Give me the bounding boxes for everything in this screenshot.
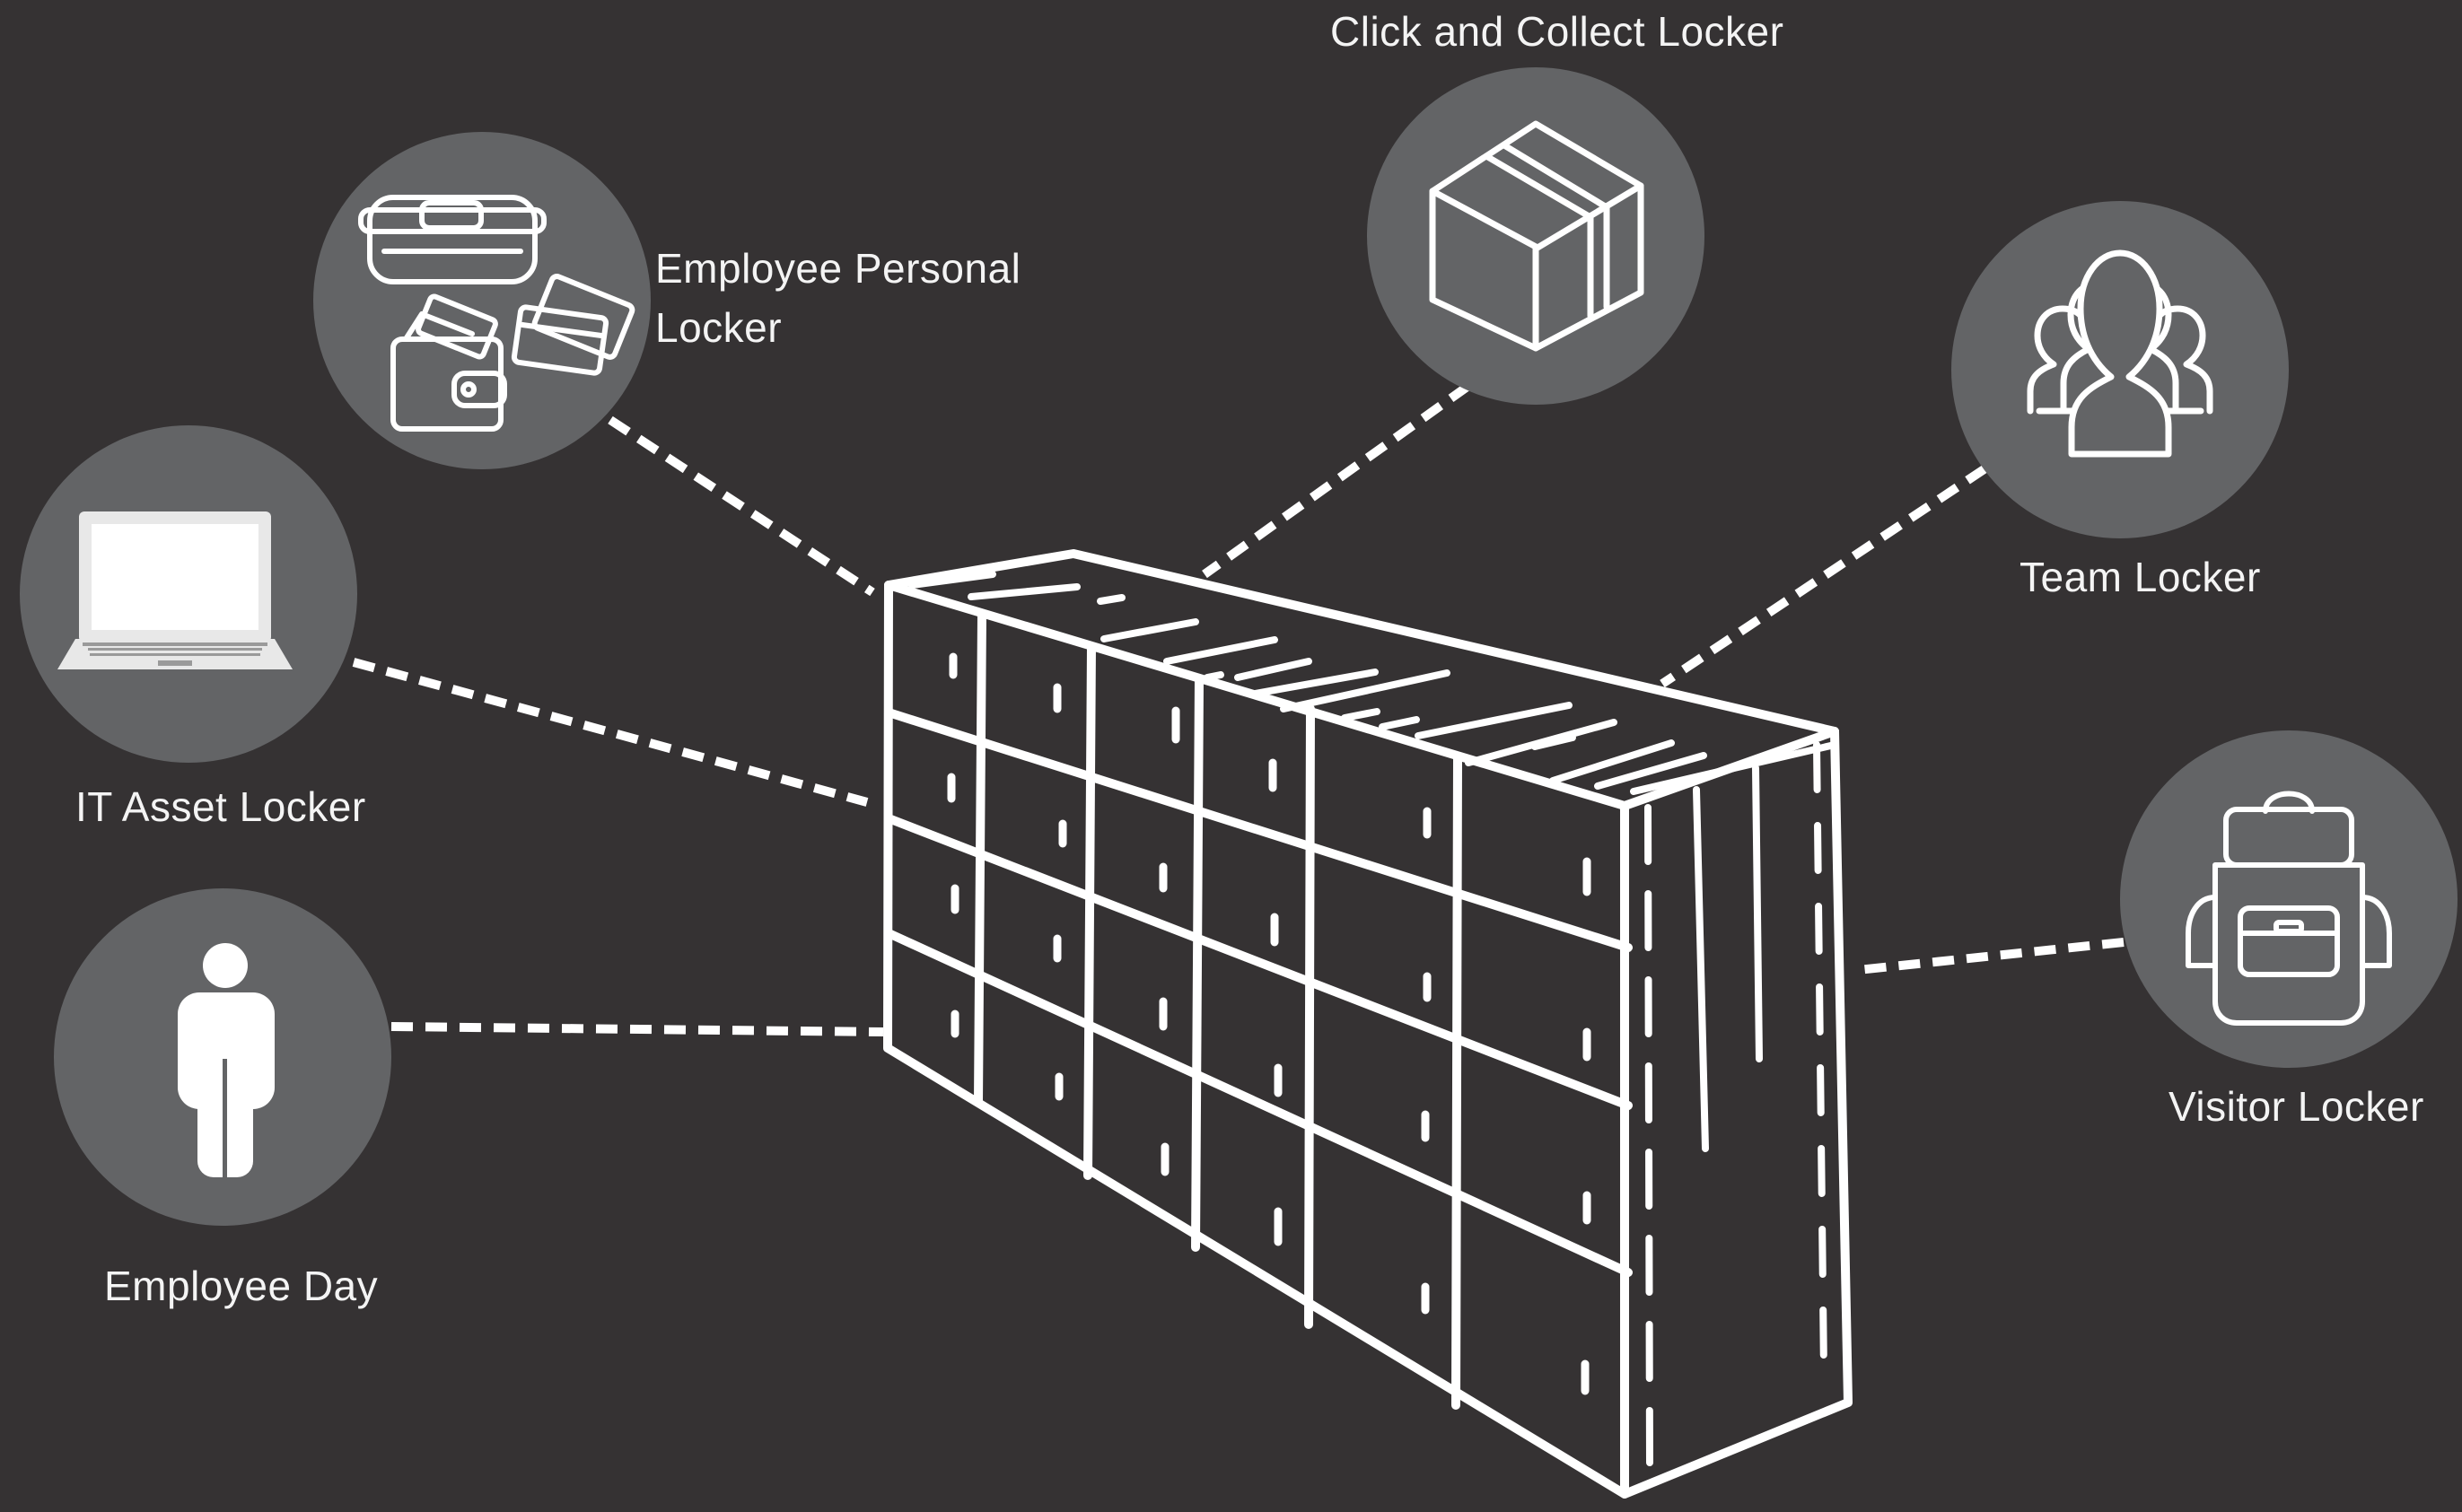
team-people-icon (2027, 249, 2213, 458)
label-employee-personal: Employee Personal Locker (655, 239, 1021, 357)
connector-visitor (1857, 938, 2125, 974)
connector-employee-personal (608, 415, 875, 597)
package-box-icon (1429, 120, 1644, 352)
backpack-icon (2186, 791, 2392, 1026)
label-employee-day: Employee Day (104, 1256, 378, 1315)
circle-employee-personal (313, 132, 651, 469)
circle-click-collect (1367, 67, 1704, 405)
employee-personal-label-line-2: Locker (655, 304, 783, 351)
connector-team (1660, 464, 1988, 688)
team-label-text: Team Locker (2020, 554, 2261, 600)
connector-lines (352, 381, 2125, 1036)
employee-personal-label-line-1: Employee Personal (655, 245, 1021, 292)
locker-bank-icon (883, 549, 1853, 1499)
laptop-icon (57, 511, 293, 669)
connector-it-asset (352, 658, 869, 807)
it-asset-label-text: IT Asset Locker (75, 783, 366, 830)
circle-visitor (2120, 730, 2458, 1068)
connector-click-collect (1202, 381, 1471, 579)
connector-employee-day (390, 1022, 884, 1036)
label-it-asset: IT Asset Locker (75, 777, 366, 836)
click-collect-label-text: Click and Collect Locker (1330, 8, 1784, 55)
visitor-label-text: Visitor Locker (2168, 1083, 2424, 1130)
employee-day-label-text: Employee Day (104, 1263, 379, 1309)
person-icon (178, 943, 275, 1177)
lunchbox-wallet-cards-icon (358, 195, 635, 432)
label-team: Team Locker (2020, 547, 2261, 607)
label-visitor: Visitor Locker (2168, 1077, 2424, 1136)
label-click-collect: Click and Collect Locker (1330, 2, 1783, 61)
